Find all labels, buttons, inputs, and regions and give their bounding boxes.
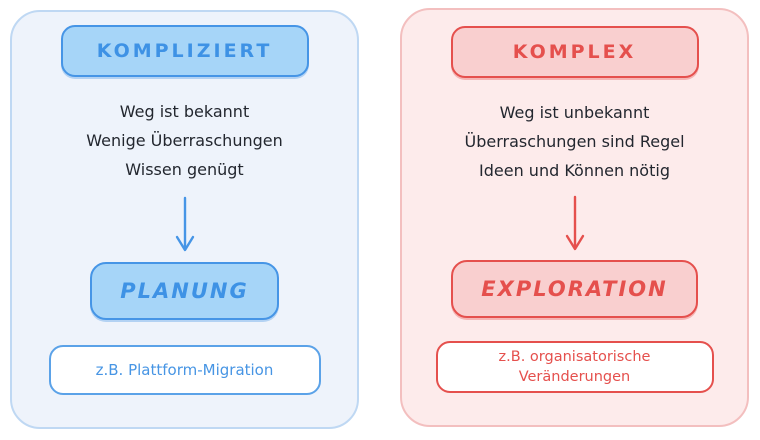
- kompliziert-example-box: z.B. Plattform-Migration: [48, 345, 321, 395]
- exploration-label: EXPLORATION: [481, 277, 668, 301]
- exploration-result-chip: EXPLORATION: [451, 260, 698, 318]
- bullet-line: Ideen und Können nötig: [479, 161, 670, 180]
- komplex-header-chip: KOMPLEX: [450, 26, 699, 78]
- example-line: z.B. organisatorische: [498, 349, 651, 365]
- arrow-down-icon: [175, 196, 194, 252]
- arrow-down-icon: [565, 195, 584, 251]
- example-line: z.B. Plattform-Migration: [95, 361, 274, 379]
- kompliziert-bullets: Weg ist bekannt Wenige Überraschungen Wi…: [86, 97, 282, 184]
- bullet-line: Wissen genügt: [125, 160, 244, 179]
- komplex-bullets: Weg ist unbekannt Überraschungen sind Re…: [464, 98, 684, 185]
- example-line: Veränderungen: [518, 369, 631, 385]
- panel-komplex: KOMPLEX Weg ist unbekannt Überraschungen…: [400, 8, 749, 427]
- bullet-line: Überraschungen sind Regel: [464, 132, 685, 151]
- kompliziert-header-chip: KOMPLIZIERT: [60, 25, 309, 77]
- bullet-line: Wenige Überraschungen: [86, 131, 283, 150]
- bullet-line: Weg ist bekannt: [119, 102, 250, 121]
- planung-result-chip: PLANUNG: [90, 262, 279, 320]
- panel-kompliziert: KOMPLIZIERT Weg ist bekannt Wenige Überr…: [10, 10, 359, 429]
- komplex-title: KOMPLEX: [512, 41, 637, 63]
- planung-label: PLANUNG: [120, 279, 249, 303]
- komplex-example-box: z.B. organisatorische Veränderungen: [435, 341, 714, 393]
- kompliziert-title: KOMPLIZIERT: [96, 40, 273, 62]
- bullet-line: Weg ist unbekannt: [499, 103, 650, 122]
